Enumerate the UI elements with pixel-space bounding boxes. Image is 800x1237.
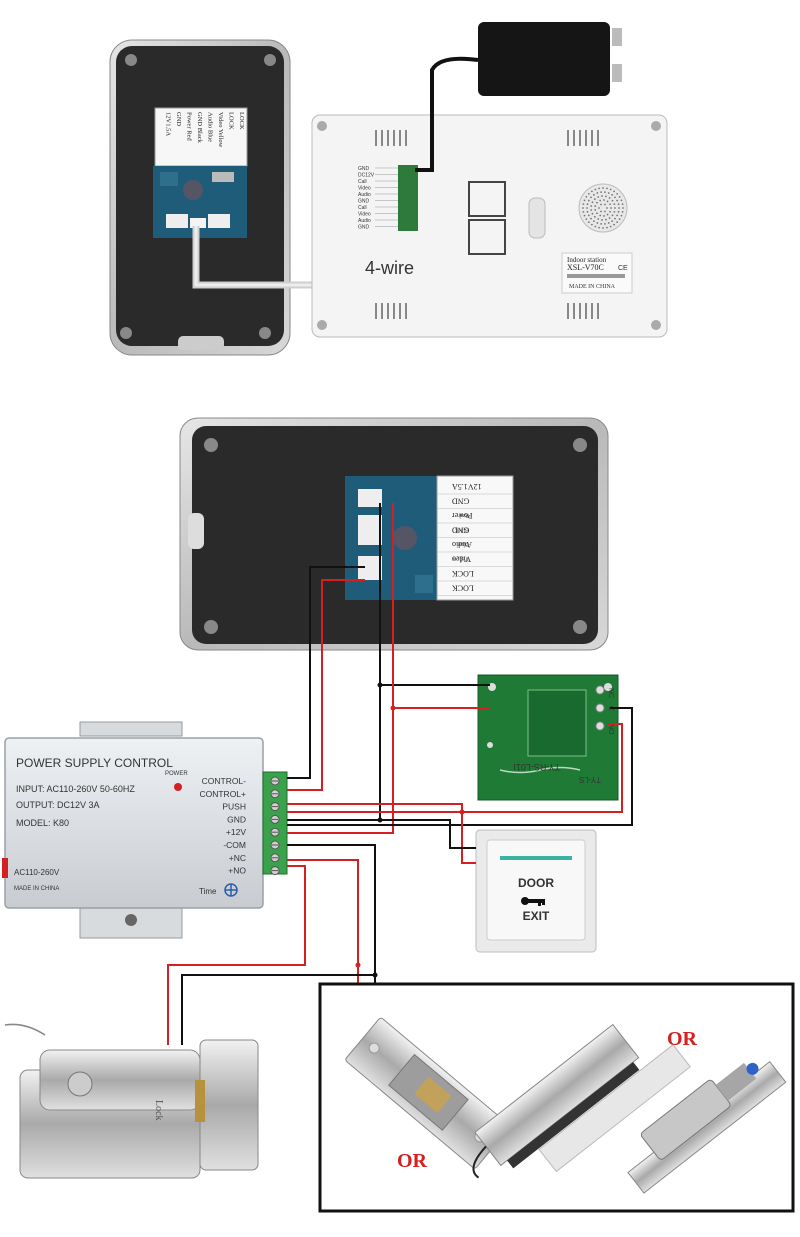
psu-terminal-label: +NC [229,853,246,863]
psu-time-label: Time [199,887,217,896]
outdoor-label-row-2: LOCK [452,584,474,593]
indoor-pin-label: Video [358,212,371,218]
outdoor-label-row-2: Audio [452,540,472,549]
ce-mark: CE [618,265,628,272]
psu-terminal-label: +12V [226,827,246,837]
indoor-station-title: Indoor station [567,256,607,264]
psu-ac: AC110-260V [14,868,60,877]
screw-icon [125,54,137,66]
wire-color-label: Red [459,512,469,518]
screw-icon [317,121,327,131]
speaker-grille [578,183,628,233]
exit-text: EXIT [523,909,550,923]
outdoor-label-row-2: Power [452,511,473,520]
screw-icon [573,620,587,634]
outdoor-label-row: LOCK [238,112,245,130]
wire-color-label: Yellow [451,556,469,562]
outdoor-label-row-2: Video [452,555,471,564]
psu-input: INPUT: AC110-260V 50-60HZ [16,784,135,794]
relay-pin-label: NC [607,688,614,698]
relay-terminal [595,721,605,731]
made-in-china: MADE IN CHINA [569,284,616,290]
outdoor-label-sticker [154,107,248,167]
lock-options-box: OR OR [318,982,795,1213]
psu-terminal-label: CONTROL+ [199,789,246,799]
psu-terminal-label: -COM [223,840,246,850]
outdoor-label-sticker-2 [436,475,514,601]
key-icon [521,897,545,906]
or-label-2: OR [667,1028,698,1050]
screw-icon [259,327,271,339]
electric-strike [345,1017,511,1169]
outdoor-label-row: Video Yellow [217,112,224,148]
relay-terminal [595,685,605,695]
screw-icon [651,121,661,131]
psu-terminal-label: PUSH [222,802,246,812]
screw-icon [651,320,661,330]
outdoor-label-row-2: GND [452,526,470,535]
outdoor-label-row-2: 12V1.5A [452,482,482,491]
power-led-icon [174,783,182,791]
screw-icon [204,438,218,452]
outdoor-label-row: LOCK [228,112,235,130]
outdoor-label-row-2: GND [452,497,470,506]
relay-model: TY-RS-L01I [513,762,560,772]
screw-icon [264,54,276,66]
svg-text:Lock: Lock [153,1100,164,1121]
psu-terminal-label: GND [227,814,246,824]
screw-icon [317,320,327,330]
indoor-pin-label: GND [358,225,370,231]
magnetic-lock [472,1023,691,1179]
indoor-pin-label: Audio [358,192,371,198]
indoor-model-label: Indoor station XSL-V70C CE MADE IN CHINA [561,252,633,294]
indoor-pin-label: Video [358,186,371,192]
wires [167,503,633,1045]
outdoor-label-row: 12V1.5A [165,112,172,136]
screw-icon [120,327,132,339]
psu-terminal-label: CONTROL- [202,776,247,786]
psu-power-label: POWER [165,771,188,777]
relay-sublabel: TY-LS [579,775,601,784]
outdoor-label-row: GND Black [196,112,203,144]
outdoor-label-rows-2: 12V1.5AGNDPowerRedGNDBlackAudioBlueVideo… [437,482,513,596]
outdoor-label-row: Audio Blue [207,112,214,142]
indoor-pin-label: GND [358,166,370,172]
wire-color-label: Black [455,527,469,533]
psu-model: MODEL: K80 [16,818,69,828]
indoor-pin-label: Call [358,205,367,211]
exit-button: DOOR EXIT [475,829,597,953]
wire-label: 4-wire [365,258,414,278]
indoor-monitor: Indoor station XSL-V70C CE MADE IN CHINA… [311,114,668,338]
indoor-pin-labels: GNDDC12VCallVideoAudioGNDCallVideoAudioG… [358,166,398,231]
screw-icon [204,620,218,634]
indoor-pin-label: DC12V [358,173,375,179]
psu-terminal-label: +NO [228,866,246,876]
or-label-1: OR [397,1150,428,1172]
power-adapter [415,22,622,172]
psu-output: OUTPUT: DC12V 3A [16,800,100,810]
wire-color-label: Blue [457,541,469,547]
indoor-connector [398,165,418,231]
bolt-lock [627,1061,787,1194]
indoor-model: XSL-V70C [567,263,604,272]
indoor-pin-label: GND [358,199,370,205]
screw-icon [573,438,587,452]
relay-terminal [595,703,605,713]
power-supply: POWER SUPPLY CONTROL INPUT: AC110-260V 5… [2,721,288,939]
outdoor-label-row: Power Red [186,112,193,141]
door-text: DOOR [518,876,554,890]
relay-pin-label: NO [607,724,614,735]
outdoor-label-row: GND [175,112,182,126]
indoor-pin-label: Audio [358,218,371,224]
outdoor-label-row-2: LOCK [452,569,474,578]
psu-title: POWER SUPPLY CONTROL [16,756,173,770]
indoor-pin-label: Call [358,179,367,185]
rim-lock: Lock [4,1023,259,1179]
psu-made: MADE IN CHINA [14,886,59,892]
